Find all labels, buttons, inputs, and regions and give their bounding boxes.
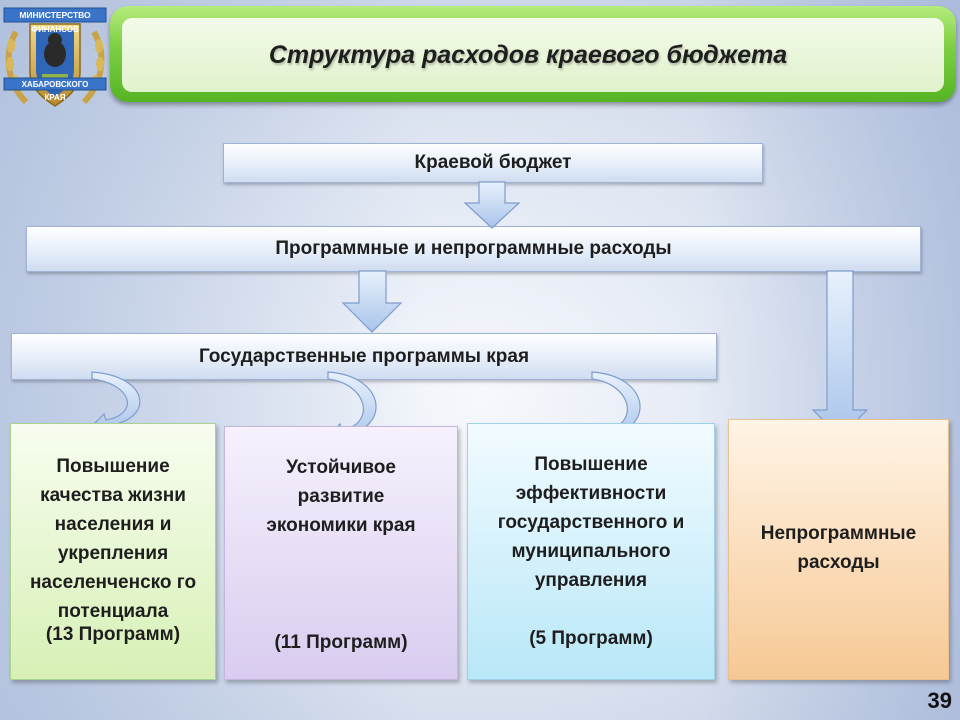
program-box-2-count: (11 Программ)	[274, 632, 408, 653]
program-box-governance: Повышение эффективности государственного…	[467, 423, 715, 680]
program-box-3-text: Повышение эффективности государственного…	[497, 454, 685, 591]
budget-level-label: Краевой бюджет	[414, 152, 572, 173]
down-arrow-expenses	[341, 270, 403, 333]
emblem-text-line1: МИНИСТЕРСТВО	[19, 10, 91, 20]
non-program-expenses-text: Непрограммные расходы	[760, 523, 917, 573]
budget-level-box: Краевой бюджет	[223, 143, 763, 183]
slide-title: Структура расходов краевого бюджета	[268, 40, 788, 69]
program-box-2-text: Устойчивое развитие экономики края	[266, 457, 416, 536]
expenses-level-label: Программные и непрограммные расходы	[275, 238, 672, 259]
program-box-1-count: (13 Программ)	[45, 624, 181, 645]
programs-level-box: Государственные программы края	[11, 333, 717, 380]
non-program-expenses-box: Непрограммные расходы	[728, 419, 949, 680]
title-frame: Структура расходов краевого бюджета	[110, 6, 956, 102]
programs-level-label: Государственные программы края	[198, 345, 530, 367]
expenses-level-box: Программные и непрограммные расходы	[26, 226, 921, 272]
program-box-1-text: Повышение качества жизни населения и укр…	[29, 456, 197, 622]
title-panel: Структура расходов краевого бюджета	[122, 18, 944, 92]
emblem-text-line2: ФИНАНСОВ	[31, 25, 79, 34]
program-box-quality-of-life: Повышение качества жизни населения и укр…	[10, 423, 216, 680]
emblem-text-line4: КРАЯ	[44, 93, 65, 102]
page-number: 39	[927, 688, 952, 713]
program-box-economy: Устойчивое развитие экономики края (11 П…	[224, 426, 458, 680]
ministry-emblem-logo: МИНИСТЕРСТВО ФИНАНСОВ ХАБАРОВСКОГО КРАЯ	[3, 7, 107, 107]
emblem-text-line3: ХАБАРОВСКОГО	[22, 80, 89, 89]
down-arrow-budget	[463, 181, 521, 229]
program-box-3-count: (5 Программ)	[529, 628, 653, 649]
down-arrow-nonprogram	[811, 270, 869, 438]
